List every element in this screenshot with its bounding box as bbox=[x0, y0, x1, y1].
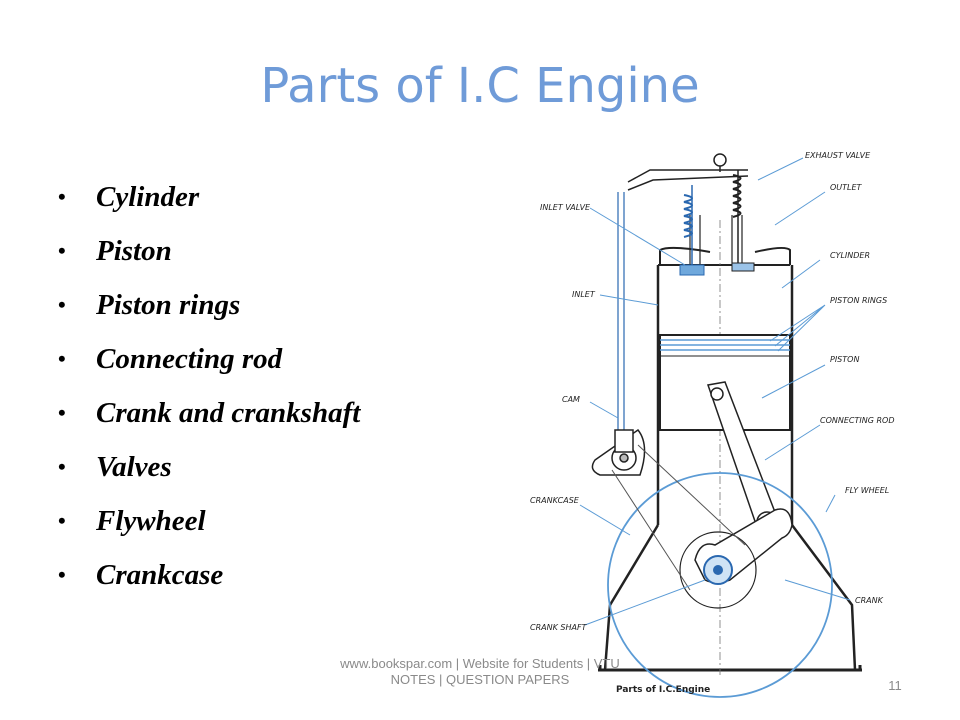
crankshaft bbox=[679, 531, 757, 609]
parts-list: • Cylinder • Piston • Piston rings • Connect… bbox=[58, 172, 360, 604]
page-number: 11 bbox=[888, 678, 902, 693]
list-item: • Crank and crankshaft bbox=[58, 388, 360, 442]
label-crankcase: CRANKCASE bbox=[530, 496, 580, 505]
label-piston-rings: PISTON RINGS bbox=[830, 296, 887, 305]
list-item: • Piston bbox=[58, 226, 360, 280]
list-item: • Piston rings bbox=[58, 280, 360, 334]
bullet-icon: • bbox=[58, 400, 66, 425]
label-crank: CRANK bbox=[855, 596, 884, 605]
list-item-text: Connecting rod bbox=[96, 343, 283, 375]
list-item: • Valves bbox=[58, 442, 360, 496]
list-item-text: Cylinder bbox=[96, 181, 200, 213]
list-item-text: Flywheel bbox=[96, 505, 206, 537]
exhaust-valve bbox=[731, 170, 755, 272]
label-inlet-valve: INLET VALVE bbox=[540, 203, 591, 212]
label-flywheel: FLY WHEEL bbox=[845, 486, 889, 495]
slide-title: Parts of I.C Engine bbox=[260, 58, 700, 114]
list-item: • Crankcase bbox=[58, 550, 360, 604]
timing-belt bbox=[611, 444, 746, 591]
bullet-icon: • bbox=[58, 184, 66, 209]
push-rod bbox=[617, 192, 625, 440]
label-inlet: INLET bbox=[572, 290, 596, 299]
footer-text: www.bookspar.com | Website for Students … bbox=[340, 656, 620, 687]
label-cam: CAM bbox=[562, 395, 580, 404]
label-exhaust-valve: EXHAUST VALVE bbox=[805, 151, 871, 160]
base bbox=[598, 665, 862, 672]
list-item-text: Piston bbox=[96, 235, 172, 267]
list-item-text: Valves bbox=[96, 451, 172, 483]
bullet-icon: • bbox=[58, 238, 66, 263]
leader-lines bbox=[579, 157, 851, 626]
bullet-icon: • bbox=[58, 292, 66, 317]
list-item-text: Crankcase bbox=[96, 559, 224, 591]
label-connecting-rod: CONNECTING ROD bbox=[820, 416, 894, 425]
bullet-icon: • bbox=[58, 508, 66, 533]
list-item-text: Crank and crankshaft bbox=[96, 397, 361, 429]
flywheel bbox=[607, 472, 833, 698]
bullet-icon: • bbox=[58, 562, 66, 587]
list-item: • Cylinder bbox=[58, 172, 360, 226]
cam bbox=[591, 428, 646, 476]
bullet-icon: • bbox=[58, 346, 66, 371]
diagram-caption: Parts of I.C.Engine bbox=[616, 685, 710, 695]
label-outlet: OUTLET bbox=[830, 183, 863, 192]
cylinder-head bbox=[658, 215, 791, 266]
list-item-text: Piston rings bbox=[96, 289, 241, 321]
inlet-valve bbox=[679, 185, 705, 276]
label-piston: PISTON bbox=[830, 355, 859, 364]
bullet-icon: • bbox=[58, 454, 66, 479]
label-crank-shaft: CRANK SHAFT bbox=[530, 623, 588, 632]
cylinder bbox=[656, 265, 794, 525]
list-item: • Flywheel bbox=[58, 496, 360, 550]
rocker-arm bbox=[627, 153, 749, 191]
label-cylinder: CYLINDER bbox=[830, 251, 870, 260]
list-item: • Connecting rod bbox=[58, 334, 360, 388]
engine-diagram: EXHAUST VALVE OUTLET INLET VALVE CYLINDE… bbox=[530, 151, 894, 698]
